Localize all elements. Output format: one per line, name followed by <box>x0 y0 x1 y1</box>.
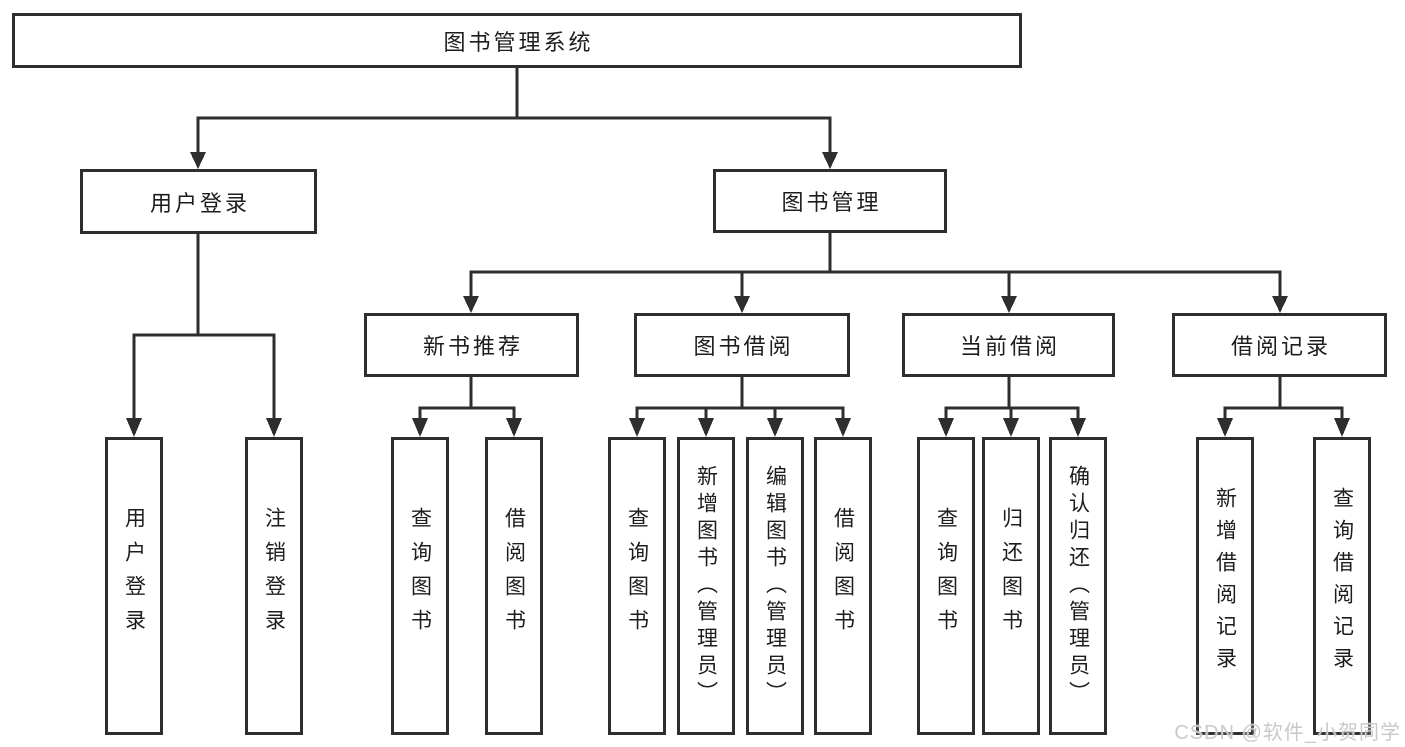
leaf-label: 查询图书 <box>934 507 958 643</box>
leaf-logout: 注销登录 <box>245 437 303 735</box>
leaf-query-books-current: 查询图书 <box>917 437 975 735</box>
node-user-login: 用户登录 <box>80 169 317 234</box>
node-book-management: 图书管理 <box>713 169 947 233</box>
leaf-label: 归还图书 <box>999 507 1023 643</box>
node-label: 新书推荐 <box>422 334 523 359</box>
leaf-label: 查询借阅记录 <box>1330 487 1354 679</box>
leaf-edit-books-admin: 编辑图书（管理员） <box>746 437 804 735</box>
node-new-book-recommend: 新书推荐 <box>364 313 579 377</box>
leaf-label: 新增借阅记录 <box>1213 487 1237 679</box>
leaf-label: 借阅图书 <box>831 507 855 643</box>
watermark: CSDN @软件_小贺同学 <box>1174 722 1401 744</box>
node-label: 借阅记录 <box>1230 334 1331 359</box>
leaf-label: 查询图书 <box>408 507 432 643</box>
node-current-borrow: 当前借阅 <box>902 313 1115 377</box>
node-root: 图书管理系统 <box>12 13 1022 68</box>
node-label: 当前借阅 <box>959 334 1060 359</box>
node-label: 图书管理 <box>781 190 882 215</box>
node-label: 图书借阅 <box>693 334 794 359</box>
leaf-label: 确认归还（管理员） <box>1066 464 1090 708</box>
leaf-borrow-books-recommend: 借阅图书 <box>485 437 543 735</box>
leaf-label: 用户登录 <box>122 507 146 643</box>
leaf-confirm-return-admin: 确认归还（管理员） <box>1049 437 1107 735</box>
leaf-label: 注销登录 <box>262 507 286 643</box>
leaf-label: 查询图书 <box>625 507 649 643</box>
leaf-add-borrow-record: 新增借阅记录 <box>1196 437 1254 735</box>
leaf-user-login: 用户登录 <box>105 437 163 735</box>
leaf-label: 新增图书（管理员） <box>694 464 718 708</box>
leaf-query-books-borrow: 查询图书 <box>608 437 666 735</box>
leaf-label: 借阅图书 <box>502 507 526 643</box>
leaf-query-borrow-record: 查询借阅记录 <box>1313 437 1371 735</box>
leaf-add-books-admin: 新增图书（管理员） <box>677 437 735 735</box>
leaf-borrow-books: 借阅图书 <box>814 437 872 735</box>
leaf-return-books: 归还图书 <box>982 437 1040 735</box>
leaf-query-books-recommend: 查询图书 <box>391 437 449 735</box>
leaf-label: 编辑图书（管理员） <box>763 464 787 708</box>
node-label: 用户登录 <box>149 190 250 216</box>
node-borrow-records: 借阅记录 <box>1172 313 1387 377</box>
node-root-label: 图书管理系统 <box>443 29 594 55</box>
node-book-borrow: 图书借阅 <box>634 313 850 377</box>
